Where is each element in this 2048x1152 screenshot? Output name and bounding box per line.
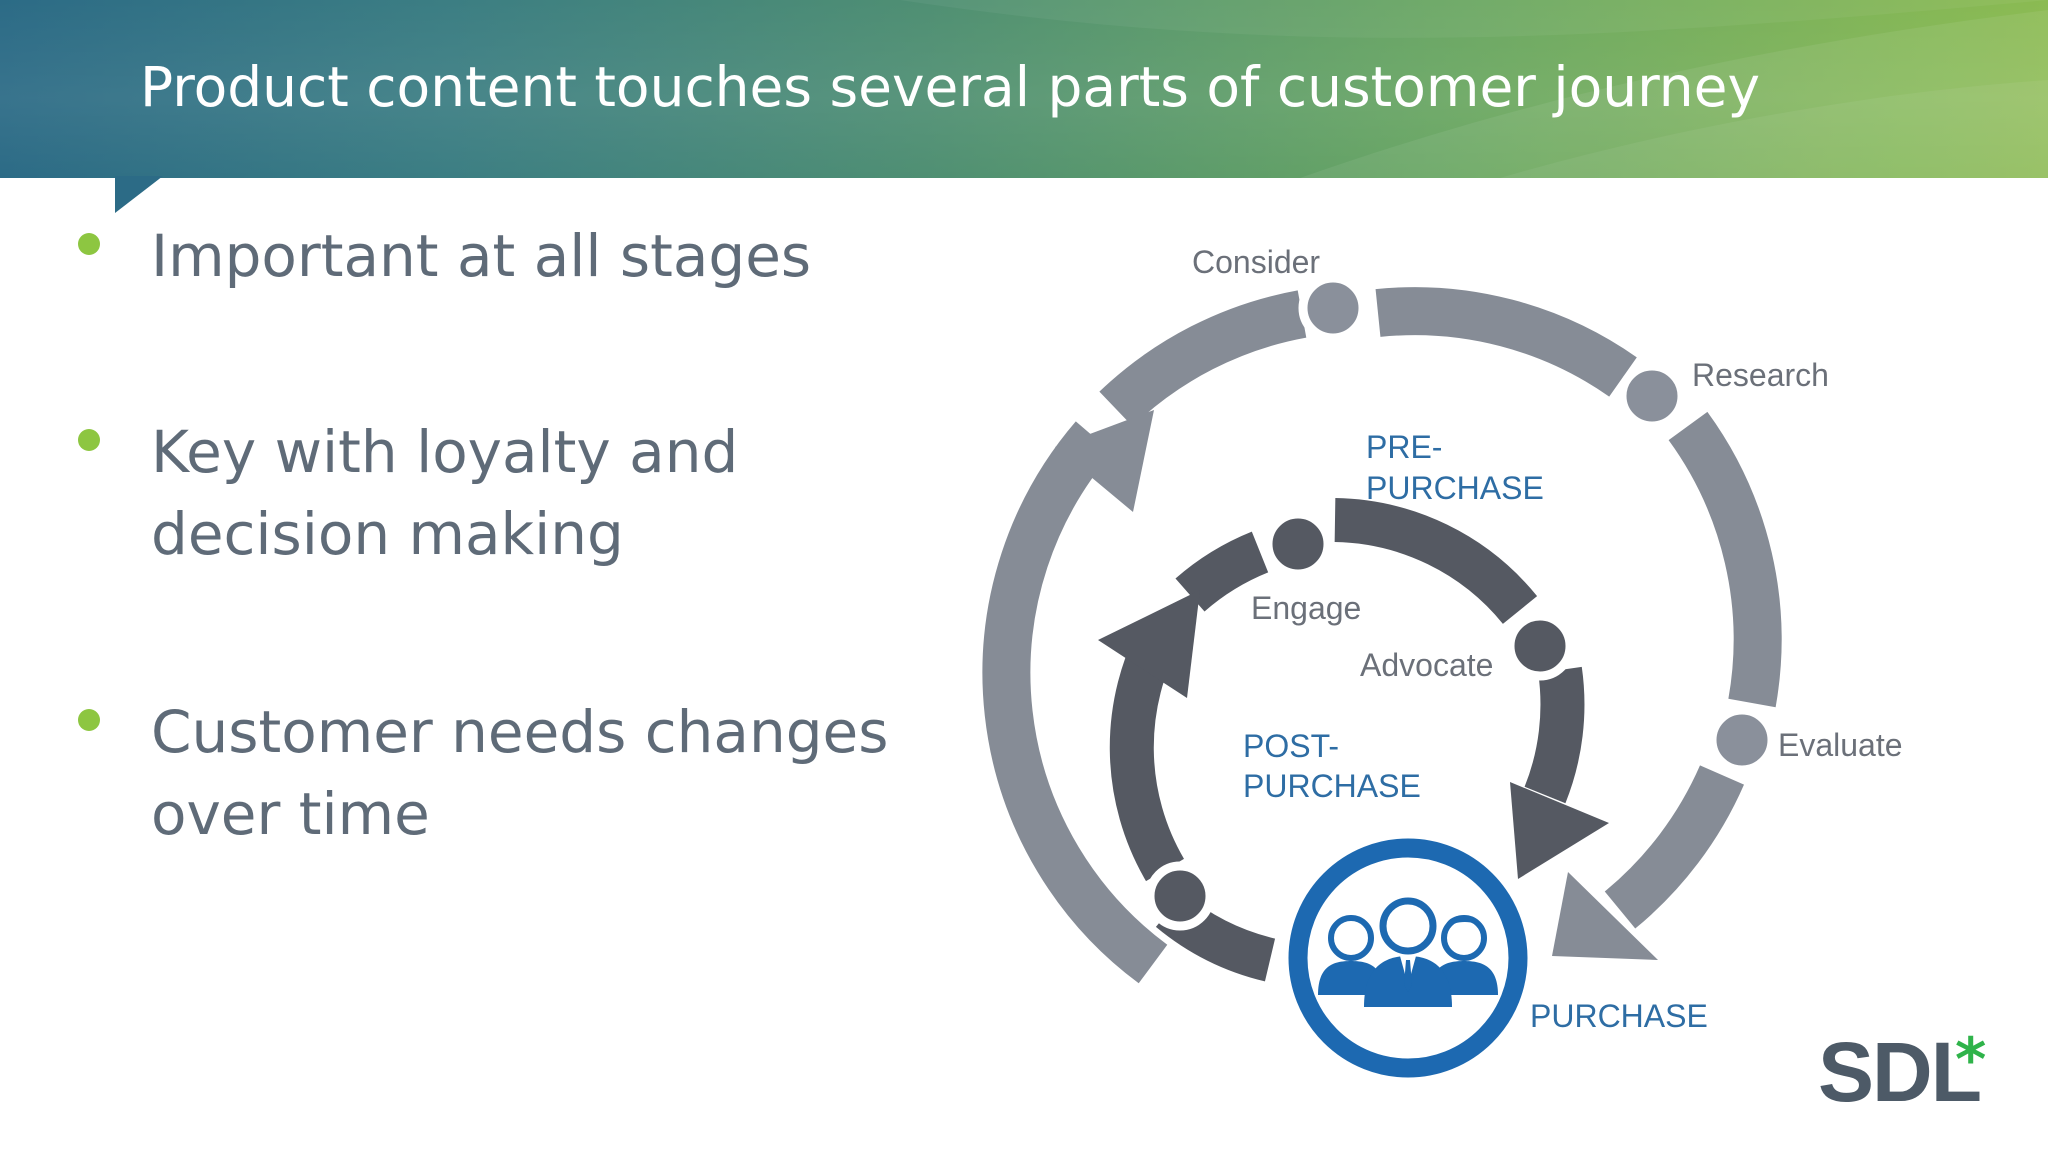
inner-arc-right <box>1524 666 1585 804</box>
banner-notch <box>115 176 163 213</box>
inner-arrowhead-up <box>1098 590 1200 698</box>
label-pre-purchase-line2: PURCHASE <box>1366 470 1544 506</box>
label-engage: Engage <box>1251 590 1361 626</box>
outer-cycle <box>982 287 1782 984</box>
outer-arc-top <box>1099 290 1307 427</box>
outer-arc-bottom-right <box>1604 765 1744 929</box>
sdl-logo-star: * <box>1955 1025 1987 1095</box>
label-pre-purchase-line1: PRE- <box>1366 429 1442 465</box>
bullet-text: Important at all stages <box>151 222 812 290</box>
label-advocate: Advocate <box>1360 647 1493 683</box>
label-purchase: PURCHASE <box>1530 998 1708 1034</box>
slide-title: Product content touches several parts of… <box>140 55 1761 119</box>
node-evaluate <box>1707 705 1777 775</box>
bullet-dot <box>78 233 100 255</box>
label-evaluate: Evaluate <box>1778 727 1903 763</box>
node-engage <box>1263 509 1333 579</box>
outer-arrowhead-up <box>1055 410 1154 512</box>
label-post-purchase-line2: PURCHASE <box>1243 768 1421 804</box>
outer-arc-right <box>1668 411 1782 708</box>
label-research: Research <box>1692 357 1829 393</box>
outer-arrowhead-down <box>1552 872 1658 960</box>
node-research <box>1617 361 1687 431</box>
bullet-dot <box>78 429 100 451</box>
node-consider <box>1298 273 1368 343</box>
outer-arc-left <box>982 421 1168 984</box>
node-advocate <box>1505 611 1575 681</box>
label-consider: Consider <box>1192 244 1320 280</box>
bullet-text: Key with loyalty and decision making <box>151 418 739 568</box>
label-post-purchase-line1: POST- <box>1243 728 1339 764</box>
outer-arc-top-right <box>1375 287 1637 397</box>
purchase-badge <box>1287 837 1529 1079</box>
sdl-logo: SDL <box>1818 1025 1982 1119</box>
bullet-dot <box>78 709 100 731</box>
stage-nodes <box>1145 273 1777 931</box>
inner-arc-top <box>1334 498 1538 625</box>
inner-arrowhead-down <box>1510 782 1609 879</box>
inner-arc-top-left <box>1175 531 1269 612</box>
bullet-text: Customer needs changes over time <box>151 698 889 848</box>
customer-group-icon <box>1318 897 1498 1007</box>
title-banner: Product content touches several parts of… <box>0 0 2048 178</box>
node-post-purchase <box>1145 861 1215 931</box>
